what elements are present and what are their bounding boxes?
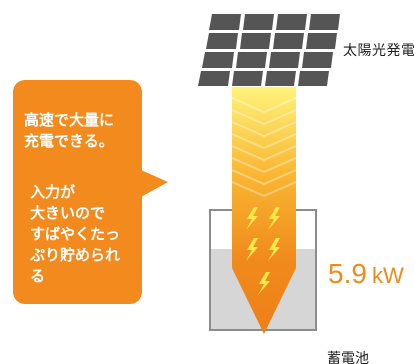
lightning-bolt-icon xyxy=(258,272,270,295)
lightning-bolt-icon xyxy=(268,238,280,261)
bubble-detail-line: ぷり貯められ xyxy=(30,246,121,264)
lightning-bolt-icon xyxy=(268,207,280,230)
lightning-bolt-icon xyxy=(246,207,258,230)
battery-label: 蓄電池 xyxy=(327,351,369,364)
bubble-detail-line: 大きいので xyxy=(30,204,106,222)
solar-panel-icon xyxy=(196,12,343,87)
bubble-detail-line: る xyxy=(30,267,46,285)
bubble-headline-line: 高速で大量に xyxy=(24,111,115,129)
bubble-detail-line: 入力が xyxy=(30,183,76,201)
bubble-detail-line: すばやくたっ xyxy=(30,225,121,243)
bubble-detail: 入力が 大きいので すばやくたっ ぷり貯められ る xyxy=(30,182,150,287)
power-unit: kW xyxy=(372,263,404,288)
lightning-bolt-icon xyxy=(246,238,258,261)
bubble-headline-line: 充電できる。 xyxy=(24,132,114,150)
solar-panel-label: 太陽光発電 xyxy=(343,43,414,59)
power-value: 5.9 xyxy=(328,258,367,289)
charging-flow-arrow xyxy=(231,87,297,334)
speech-bubble xyxy=(13,80,168,304)
bubble-headline: 高速で大量に 充電できる。 xyxy=(24,110,144,152)
power-readout: 5.9 kW xyxy=(328,258,404,290)
